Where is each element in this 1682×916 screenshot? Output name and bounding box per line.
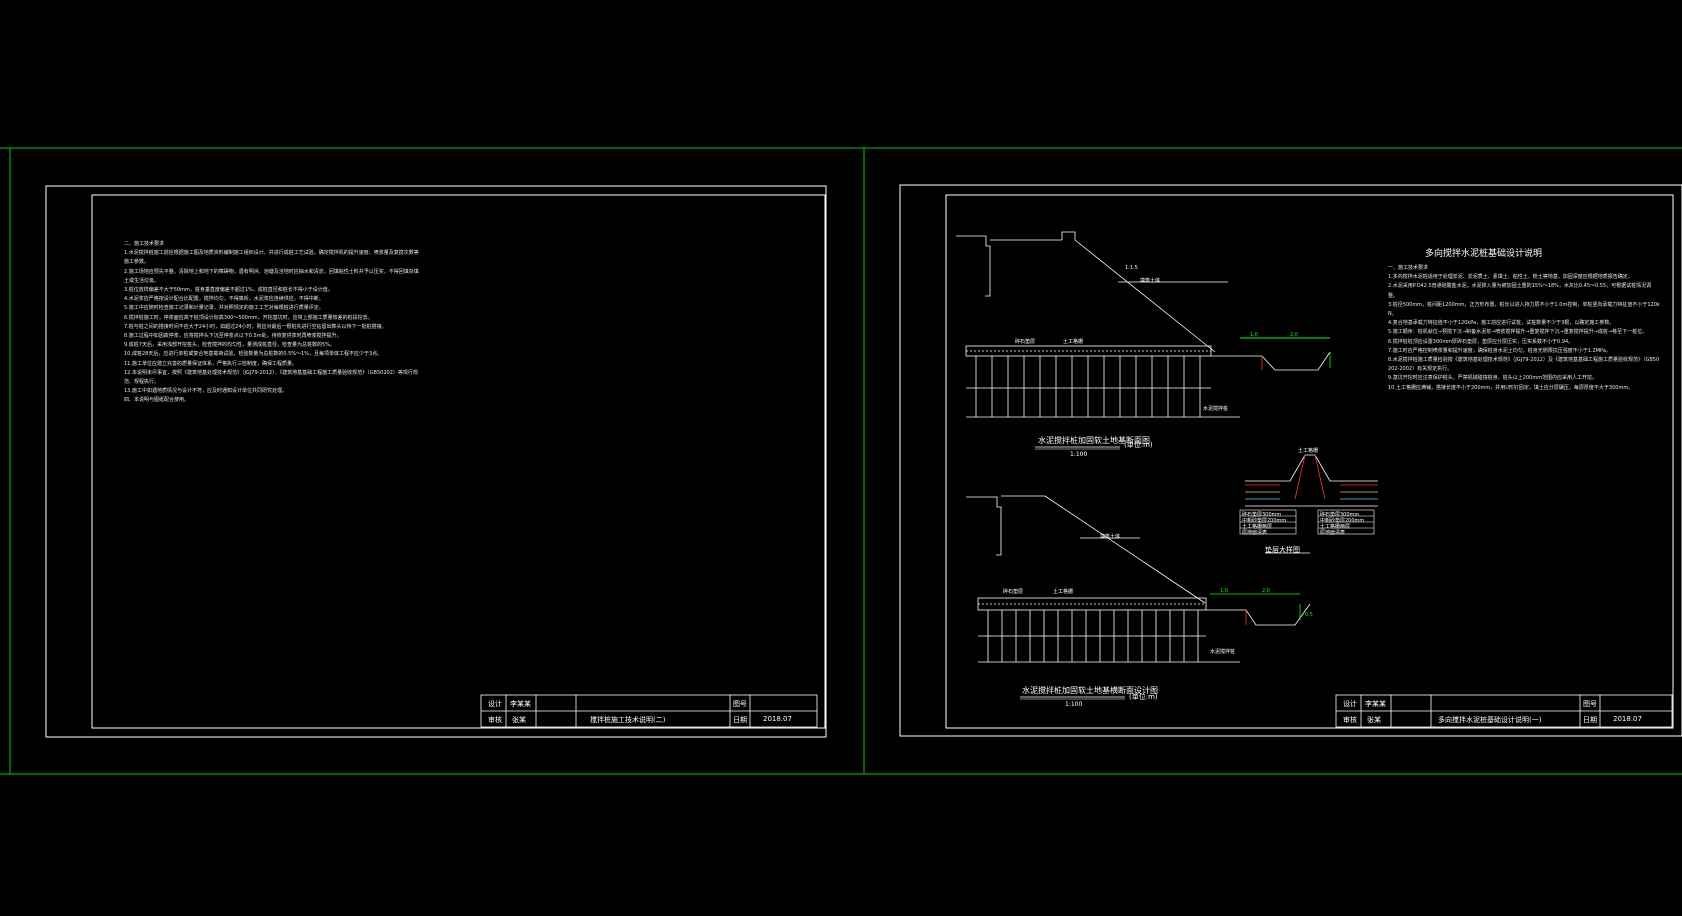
label-dim-a-2: 1.0 — [1220, 588, 1228, 594]
detail-layer2-left: 中粗砂垫层200mm — [1242, 518, 1287, 524]
label-dim-b-2: 2.0 — [1262, 588, 1270, 594]
label-ratio-1: 1:1.5 — [1125, 265, 1138, 271]
section1-unit: (单位:m) — [1124, 441, 1153, 449]
left-tb-date-value: 2018.07 — [763, 715, 792, 723]
left-tb-name-design: 李某某 — [510, 700, 531, 708]
detail-title: 垫层大样图 — [1265, 546, 1300, 554]
label-dim-a-1: 1.0 — [1250, 332, 1258, 338]
detail-layer3-right: 土工格栅两层 — [1320, 524, 1351, 530]
layout-frames — [0, 147, 1682, 775]
right-tb-date-value: 2018.07 — [1613, 715, 1642, 723]
right-tb-role-design: 设计 — [1343, 700, 1357, 708]
right-sheet[interactable] — [899, 184, 1682, 737]
right-title-block — [1335, 694, 1673, 728]
section1-piles — [975, 356, 1201, 417]
detail-drawing — [1239, 454, 1378, 554]
right-tb-name-review: 张某 — [1367, 716, 1381, 724]
detail-top-label: 土工格栅 — [1298, 448, 1319, 454]
left-sheet-inner-border — [91, 194, 826, 729]
left-sheet[interactable] — [45, 185, 827, 738]
section2-drawing — [966, 495, 1311, 700]
left-tb-label-date: 日期 — [733, 716, 747, 724]
left-title-block — [480, 694, 818, 728]
detail-layer4-left: 原地面清表 — [1242, 530, 1268, 536]
detail-layer2-right: 中粗砂垫层200mm — [1320, 518, 1365, 524]
section2-unit: (单位:m) — [1129, 693, 1158, 701]
slope-line-1 — [1074, 239, 1216, 353]
left-tb-drawing-title: 搅拌桩施工技术说明(二) — [590, 716, 666, 724]
right-tb-drawing-title: 多向搅拌水泥桩基础设计说明(一) — [1438, 716, 1542, 724]
label-gravel-2: 碎石垫层 — [1003, 589, 1024, 595]
section2-scale: 1:100 — [1065, 701, 1083, 708]
label-geogrid-1: 土工格栅 — [1063, 339, 1084, 345]
section2-title: 水泥搅拌桩加固软土地基横断面设计图 — [1022, 686, 1158, 695]
right-tb-role-review: 审核 — [1343, 716, 1357, 724]
left-tb-role-review: 审核 — [488, 716, 502, 724]
left-tb-role-design: 设计 — [488, 700, 502, 708]
right-tb-name-design: 李某某 — [1365, 700, 1386, 708]
label-dim-b-1: 2.0 — [1290, 332, 1298, 338]
right-sheet-notes: 一、施工技术要求 1.多向搅拌水泥桩适用于处理淤泥、淤泥质土、素填土、粘性土、粉… — [1388, 265, 1660, 391]
detail-layer4-right: 原地面清表 — [1320, 530, 1346, 536]
left-tb-label-number: 图号 — [733, 700, 747, 708]
right-tb-label-date: 日期 — [1583, 716, 1597, 724]
section1-title: 水泥搅拌桩加固软土地基断面图 — [1038, 436, 1150, 445]
label-pile-2: 水泥搅拌桩 — [1210, 649, 1236, 655]
slope-line-2 — [1044, 495, 1206, 604]
label-pile-1: 水泥搅拌桩 — [1203, 406, 1229, 412]
detail-layer3-left: 土工格栅两层 — [1242, 524, 1273, 530]
section1-scale: 1:100 — [1070, 451, 1088, 458]
label-slope-note: 填筑土体 — [1140, 278, 1161, 284]
detail-layer1-right: 碎石垫层300mm — [1320, 512, 1360, 518]
right-sheet-title: 多向搅拌水泥桩基础设计说明 — [1425, 249, 1543, 259]
left-tb-name-review: 张某 — [512, 716, 526, 724]
right-sheet-inner-border — [945, 194, 1674, 729]
label-slope-note-2: 填筑土体 — [1100, 534, 1121, 540]
label-geogrid-2: 土工格栅 — [1053, 589, 1074, 595]
right-tb-label-number: 图号 — [1583, 700, 1597, 708]
left-sheet-outer-border — [45, 185, 827, 738]
section1-drawing — [956, 231, 1331, 450]
label-gravel-1: 碎石垫层 — [1015, 339, 1036, 345]
left-sheet-notes: 二、施工技术要求 1.水泥搅拌桩施工前应根据施工图及地质资料编制施工组织设计，并… — [124, 241, 419, 404]
label-dim-c-2: 0.5 — [1305, 612, 1313, 618]
right-sheet-outer-border — [899, 184, 1682, 737]
detail-layer1-left: 碎石垫层300mm — [1242, 512, 1282, 518]
